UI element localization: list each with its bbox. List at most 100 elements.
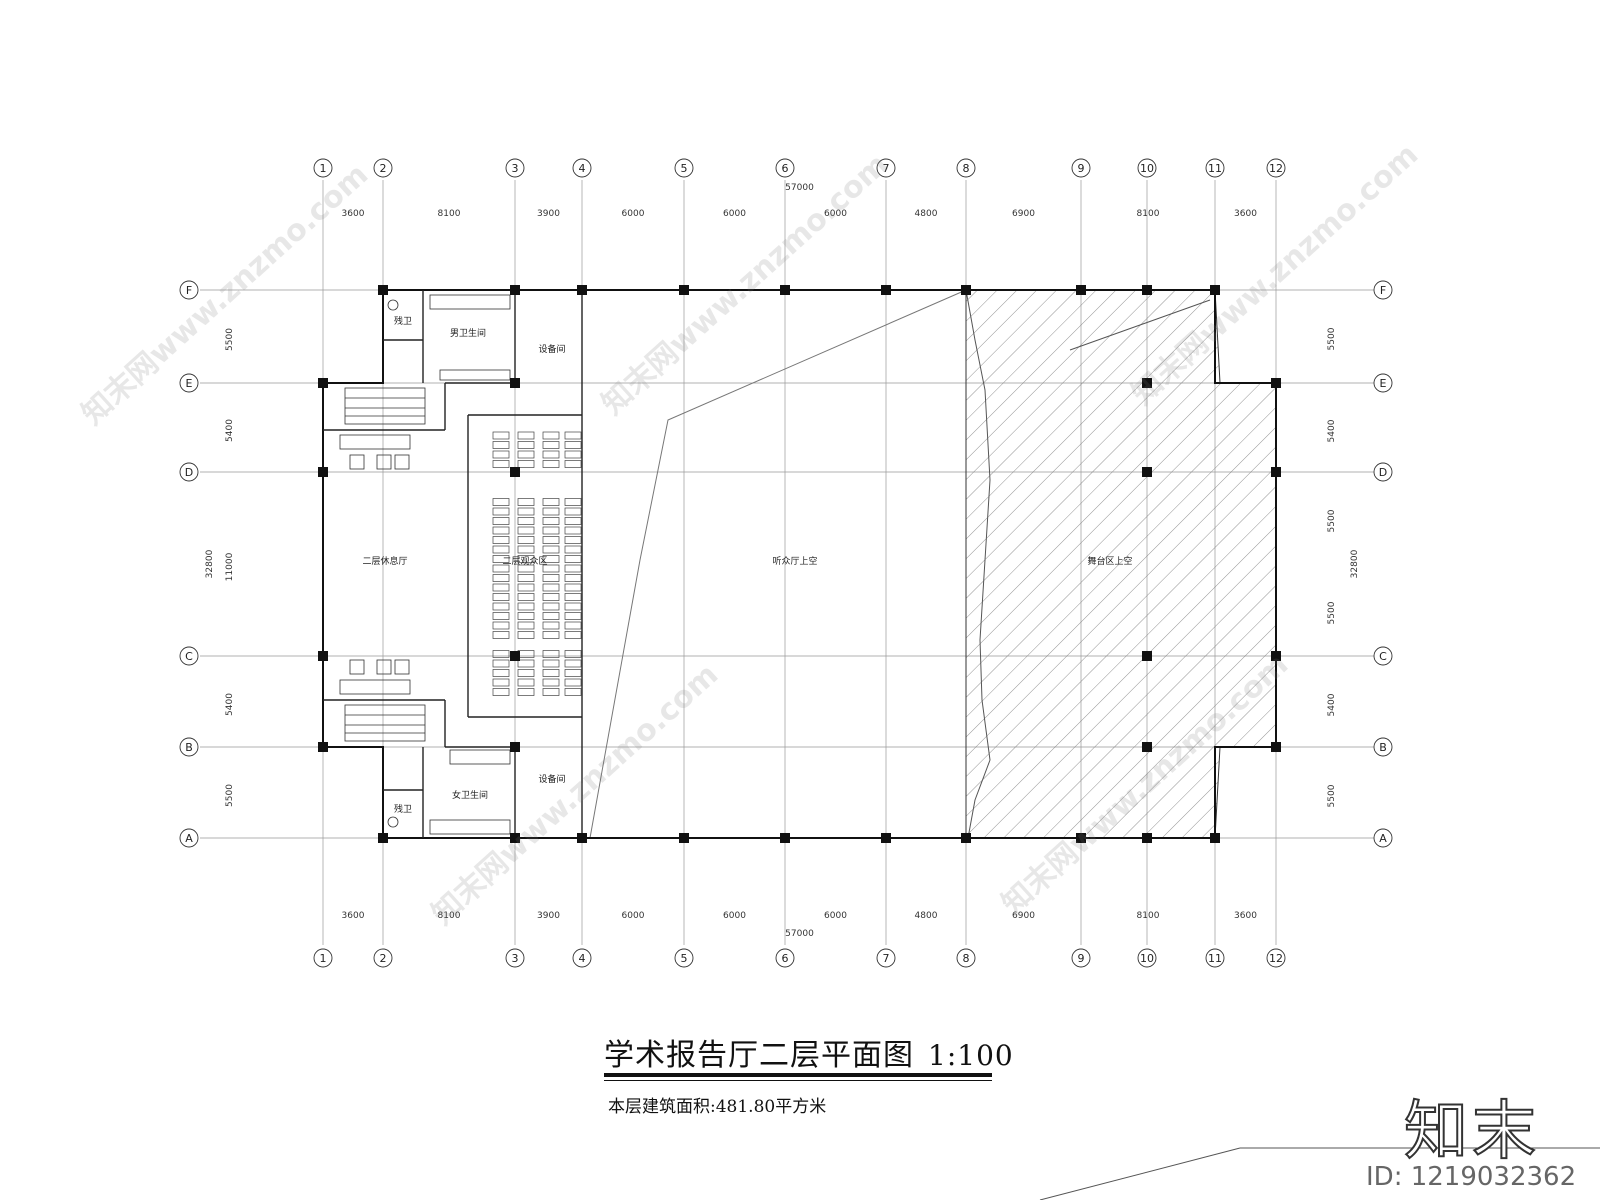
- seat: [517, 564, 535, 573]
- dim-right-5: 5500: [1327, 327, 1337, 350]
- room-equipment-top: 设备间: [538, 343, 565, 355]
- seat: [517, 650, 535, 658]
- column-5: [679, 833, 689, 843]
- room-stage-void: 舞台区上空: [1087, 555, 1132, 567]
- seat: [492, 517, 510, 525]
- seat: [492, 431, 510, 440]
- interior-walls: [323, 290, 583, 838]
- svg-text:8: 8: [963, 952, 970, 965]
- seat: [542, 517, 560, 525]
- seat: [564, 612, 582, 620]
- seat: [564, 526, 582, 535]
- column-20: [318, 651, 328, 661]
- column-3: [577, 833, 587, 843]
- axis-bubble-top-2: 2: [373, 158, 393, 178]
- column-19: [318, 467, 328, 477]
- seat: [517, 507, 535, 516]
- svg-text:A: A: [185, 832, 193, 845]
- seat: [492, 669, 510, 677]
- room-equipment-bottom: 设备间: [538, 773, 565, 785]
- seat: [564, 621, 582, 630]
- column-24: [510, 378, 520, 388]
- axis-bubble-right-E: E: [1373, 373, 1393, 393]
- svg-text:5: 5: [681, 952, 688, 965]
- seat: [542, 669, 560, 677]
- dim-left-3: 5400: [225, 419, 235, 442]
- svg-text:D: D: [1379, 466, 1387, 479]
- seat: [542, 621, 560, 630]
- column-16: [1210, 285, 1220, 295]
- svg-text:6: 6: [782, 162, 789, 175]
- axis-bubble-top-8: 8: [956, 158, 976, 178]
- column-8: [881, 285, 891, 295]
- exterior-walls: [322, 289, 1277, 839]
- room-labels: 男卫生间 残卫 设备间 女卫生间 残卫 设备间 二层休息厅 二层观众区 听众厅上…: [362, 315, 1132, 815]
- column-7: [780, 833, 790, 843]
- seat: [517, 612, 535, 620]
- axis-bubble-top-10: 10: [1137, 158, 1157, 178]
- room-womens-wc: 女卫生间: [452, 789, 488, 801]
- seat: [517, 526, 535, 535]
- column-22: [378, 285, 388, 295]
- dim-overall-depth-left: 32800: [205, 549, 215, 578]
- seat: [542, 450, 560, 459]
- axis-bubble-top-1: 1: [313, 158, 333, 178]
- seat: [517, 688, 535, 696]
- svg-text:1: 1: [320, 952, 327, 965]
- seat: [542, 602, 560, 611]
- seat: [542, 612, 560, 620]
- svg-text:11: 11: [1208, 162, 1222, 175]
- svg-text:F: F: [186, 284, 192, 297]
- dim-left-4: 5500: [225, 328, 235, 351]
- toilet-fixtures: [387, 294, 511, 835]
- axis-bubble-left-A: A: [179, 828, 199, 848]
- seat: [517, 631, 535, 639]
- axis-bubble-left-B: B: [179, 737, 199, 757]
- seat: [564, 460, 582, 468]
- hall-sightline: [589, 289, 967, 839]
- svg-text:8: 8: [963, 162, 970, 175]
- seat: [542, 593, 560, 601]
- dim-right-3: 5500: [1327, 509, 1337, 532]
- dim-left-2: 11000: [225, 552, 235, 581]
- stage-edge-line: [1069, 299, 1211, 351]
- svg-text:3: 3: [512, 162, 519, 175]
- seat: [492, 621, 510, 630]
- seat: [492, 612, 510, 620]
- seat: [542, 431, 560, 440]
- seat: [564, 688, 582, 696]
- column-34: [1271, 651, 1281, 661]
- svg-text:9: 9: [1078, 952, 1085, 965]
- column-17: [1210, 833, 1220, 843]
- axis-bubble-bottom-12: 12: [1266, 948, 1286, 968]
- seat: [492, 498, 510, 506]
- column-32: [1271, 378, 1281, 388]
- seat: [564, 659, 582, 668]
- seat: [564, 498, 582, 506]
- seat: [564, 574, 582, 582]
- axis-bubble-top-5: 5: [674, 158, 694, 178]
- svg-text:B: B: [1379, 741, 1387, 754]
- seat: [542, 507, 560, 516]
- axis-bubble-top-12: 12: [1266, 158, 1286, 178]
- column-26: [510, 467, 520, 477]
- column-35: [1271, 742, 1281, 752]
- column-9: [881, 833, 891, 843]
- column-33: [1271, 467, 1281, 477]
- seat: [492, 659, 510, 668]
- axis-bubble-top-7: 7: [876, 158, 896, 178]
- svg-text:2: 2: [380, 162, 387, 175]
- svg-text:9: 9: [1078, 162, 1085, 175]
- seat: [492, 593, 510, 601]
- axis-bubble-bottom-8: 8: [956, 948, 976, 968]
- seat: [517, 621, 535, 630]
- column-0: [510, 285, 520, 295]
- column-10: [961, 285, 971, 295]
- axis-bubble-left-C: C: [179, 646, 199, 666]
- seat: [517, 441, 535, 449]
- seat: [542, 650, 560, 658]
- svg-text:2: 2: [380, 952, 387, 965]
- seat: [564, 517, 582, 525]
